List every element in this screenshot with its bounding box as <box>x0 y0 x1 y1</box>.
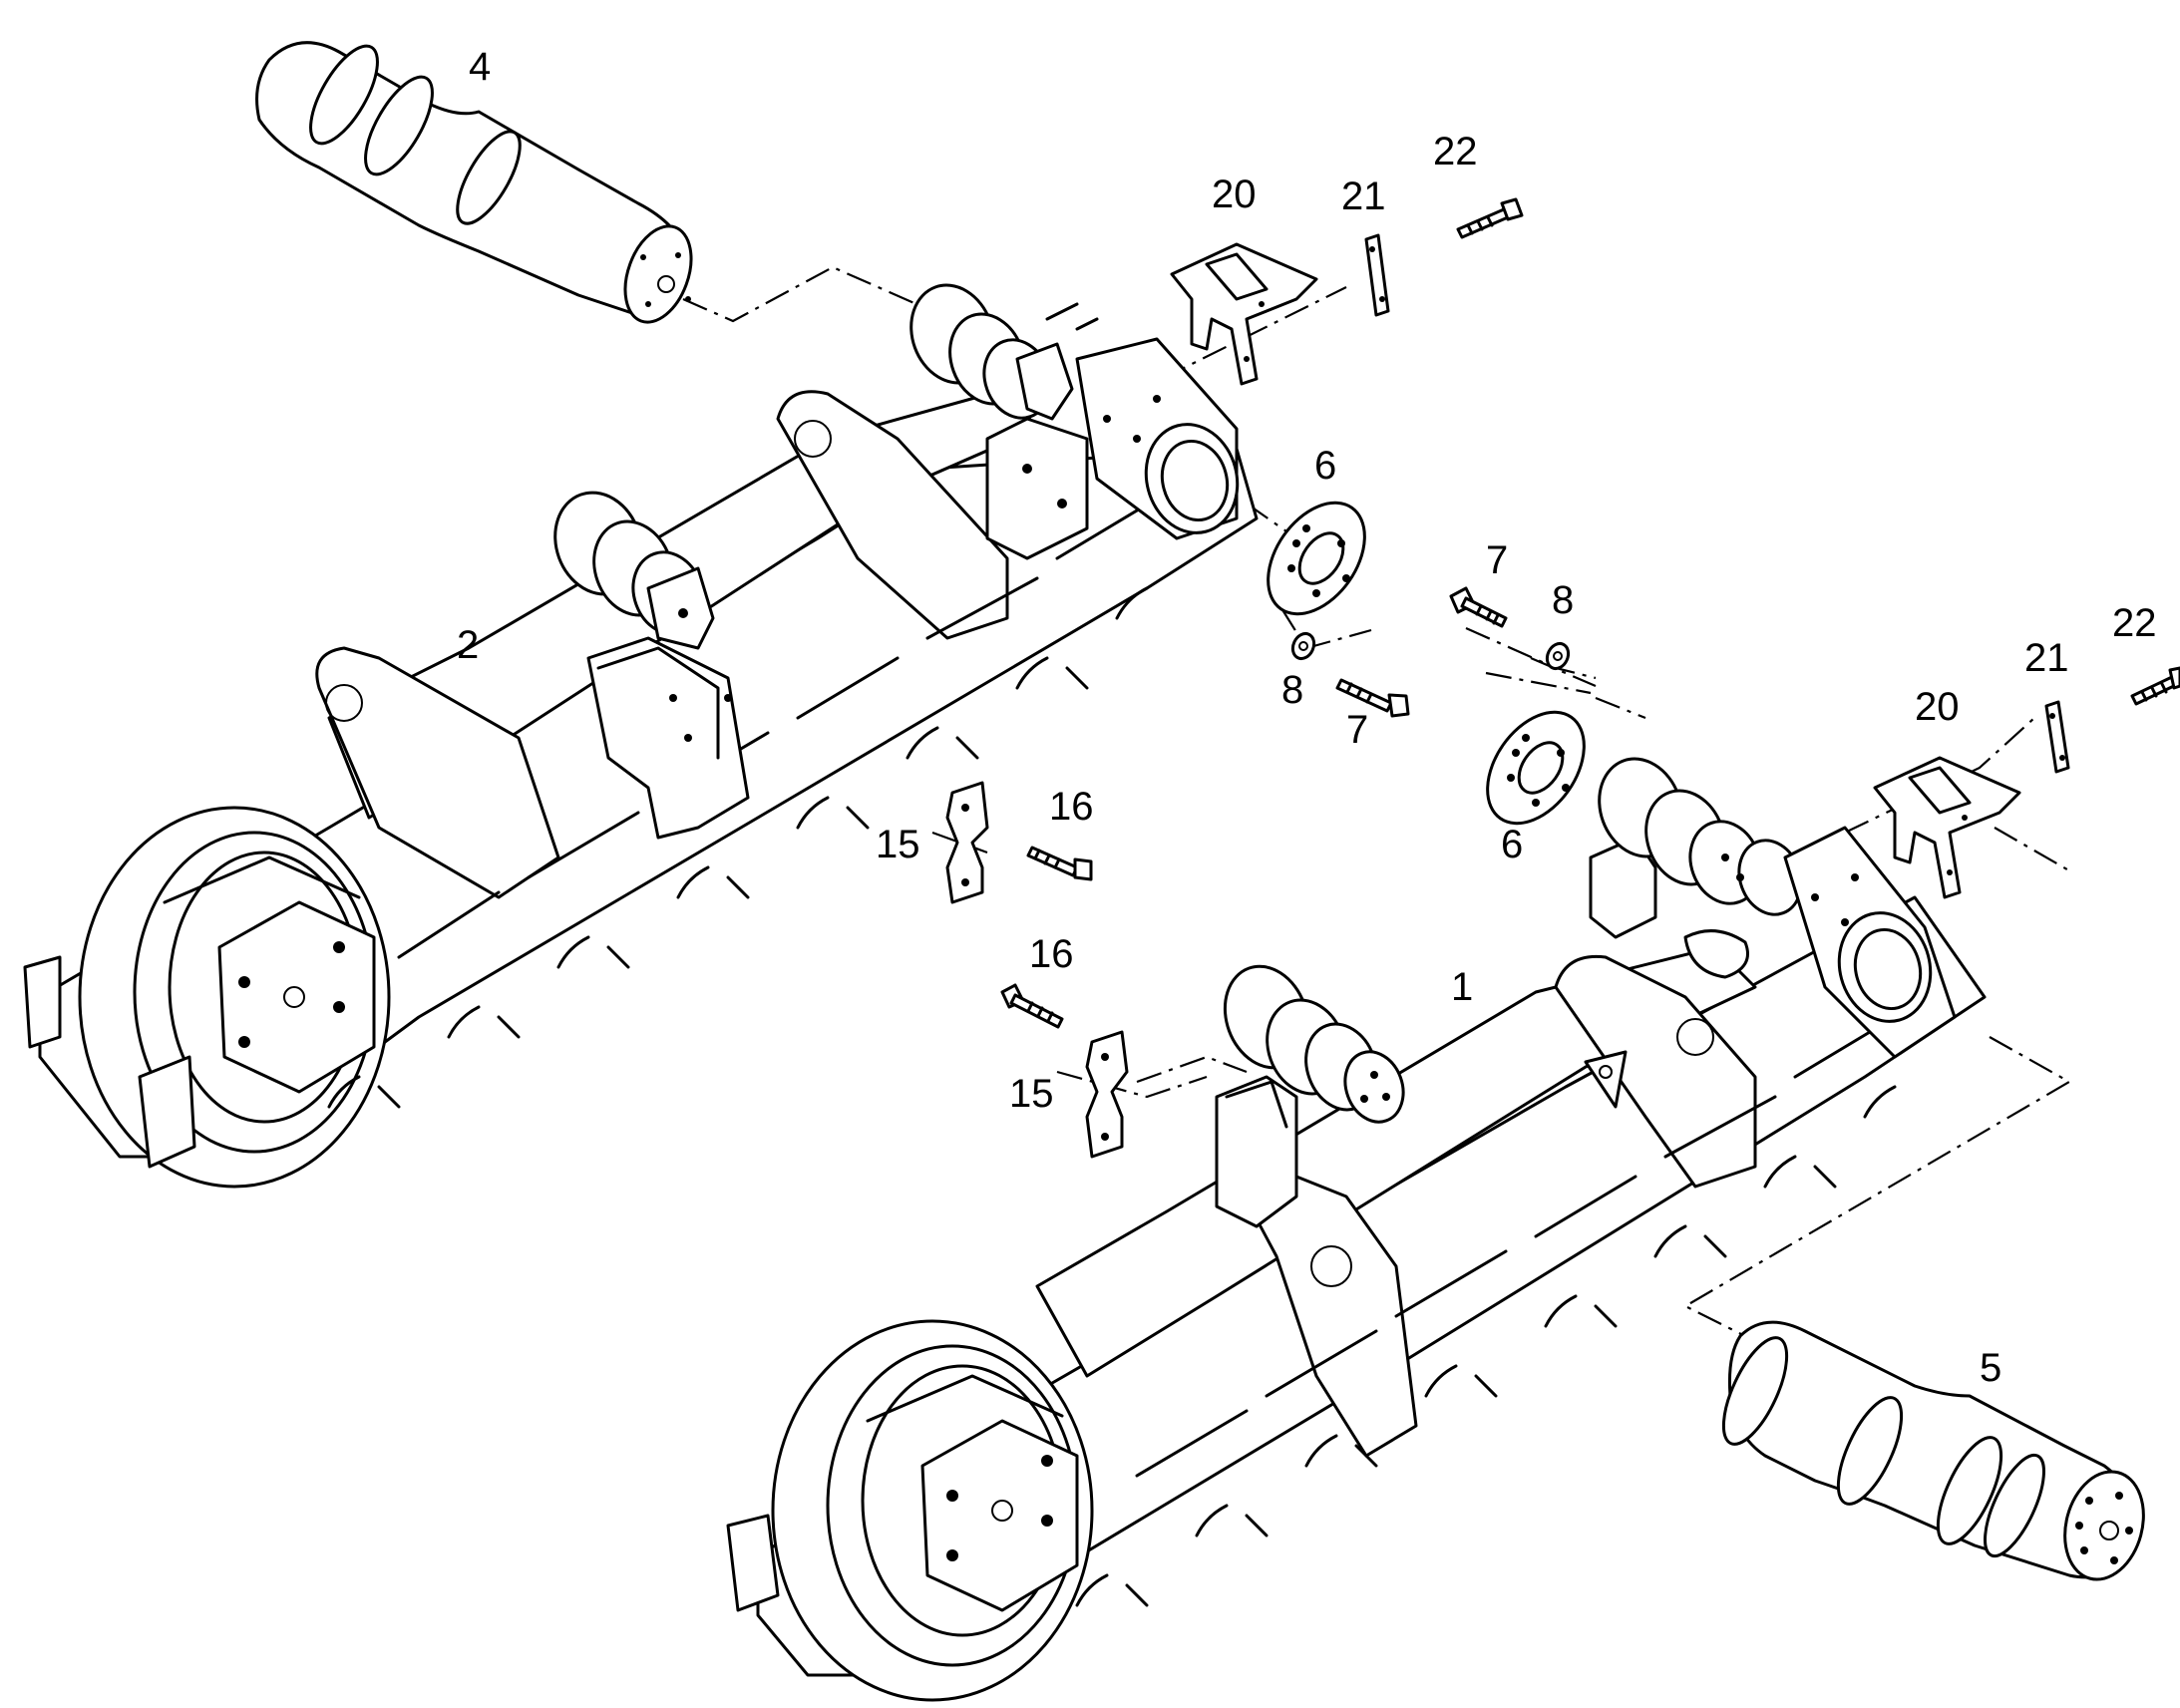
strap-part-21-lower <box>2044 700 2070 774</box>
bolt-part-16-lower <box>1000 983 1064 1029</box>
washer-part-8-upper <box>1545 641 1571 671</box>
flange-part-6-lower <box>1486 710 1586 826</box>
callout-21-lower: 21 <box>2024 636 2069 680</box>
callout-8-lower: 8 <box>1281 668 1303 712</box>
bolt-part-7-upper <box>1449 586 1508 628</box>
bracket-part-20-lower <box>1873 756 2021 899</box>
callout-6-upper: 6 <box>1314 444 1336 488</box>
callout-4: 4 <box>469 45 491 89</box>
callout-20-lower: 20 <box>1915 685 1960 729</box>
callout-20-upper: 20 <box>1212 172 1257 216</box>
callout-15-upper: 15 <box>876 823 920 866</box>
shaft-part-5 <box>1721 1320 2145 1581</box>
callout-6-lower: 6 <box>1501 823 1523 866</box>
callout-22-lower: 22 <box>2112 601 2157 645</box>
callout-22-upper: 22 <box>1433 130 1478 173</box>
callout-5: 5 <box>1980 1346 2001 1390</box>
strap-part-21-upper <box>1364 233 1390 317</box>
callout-21-upper: 21 <box>1341 174 1386 218</box>
callout-2: 2 <box>457 623 479 667</box>
track-frame-part-1 <box>726 757 1987 1702</box>
shaft-part-4 <box>255 41 693 324</box>
clamp-part-15-lower <box>1085 1030 1129 1159</box>
callout-labels: 4 20 21 22 6 7 8 2 8 7 22 21 20 6 16 15 … <box>457 45 2157 1390</box>
bolt-part-16-upper <box>1026 846 1093 881</box>
washer-part-8-lower <box>1290 631 1316 661</box>
callout-7-upper: 7 <box>1486 538 1508 582</box>
bracket-part-20-upper <box>1170 242 1318 386</box>
bolt-part-22-upper <box>1456 197 1524 239</box>
callout-16-upper: 16 <box>1049 785 1094 829</box>
clamp-part-15-upper <box>945 781 989 904</box>
callout-16-lower: 16 <box>1029 932 1074 976</box>
callout-15-lower: 15 <box>1009 1072 1054 1116</box>
bolt-part-7-lower <box>1335 678 1410 718</box>
bolt-part-22-lower <box>2130 666 2180 706</box>
flange-part-6-upper <box>1267 501 1366 616</box>
callout-1: 1 <box>1451 965 1473 1009</box>
callout-8-upper: 8 <box>1552 578 1574 622</box>
callout-7-lower: 7 <box>1346 708 1368 752</box>
track-frame-part-2 <box>23 283 1259 1189</box>
